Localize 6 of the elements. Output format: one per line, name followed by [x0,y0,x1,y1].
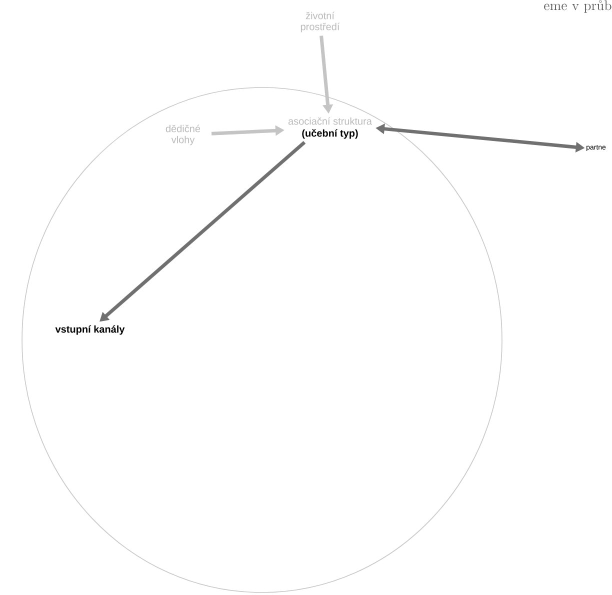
node-text: dědičné vlohy [166,124,200,146]
page-text: eme v průb [544,0,612,13]
node-text: vstupní kanály [55,325,125,335]
node-text: životní prostředí [300,12,340,32]
structure-label: asociační struktura (učební typ) [288,117,372,139]
ellipse-outline [22,87,502,593]
